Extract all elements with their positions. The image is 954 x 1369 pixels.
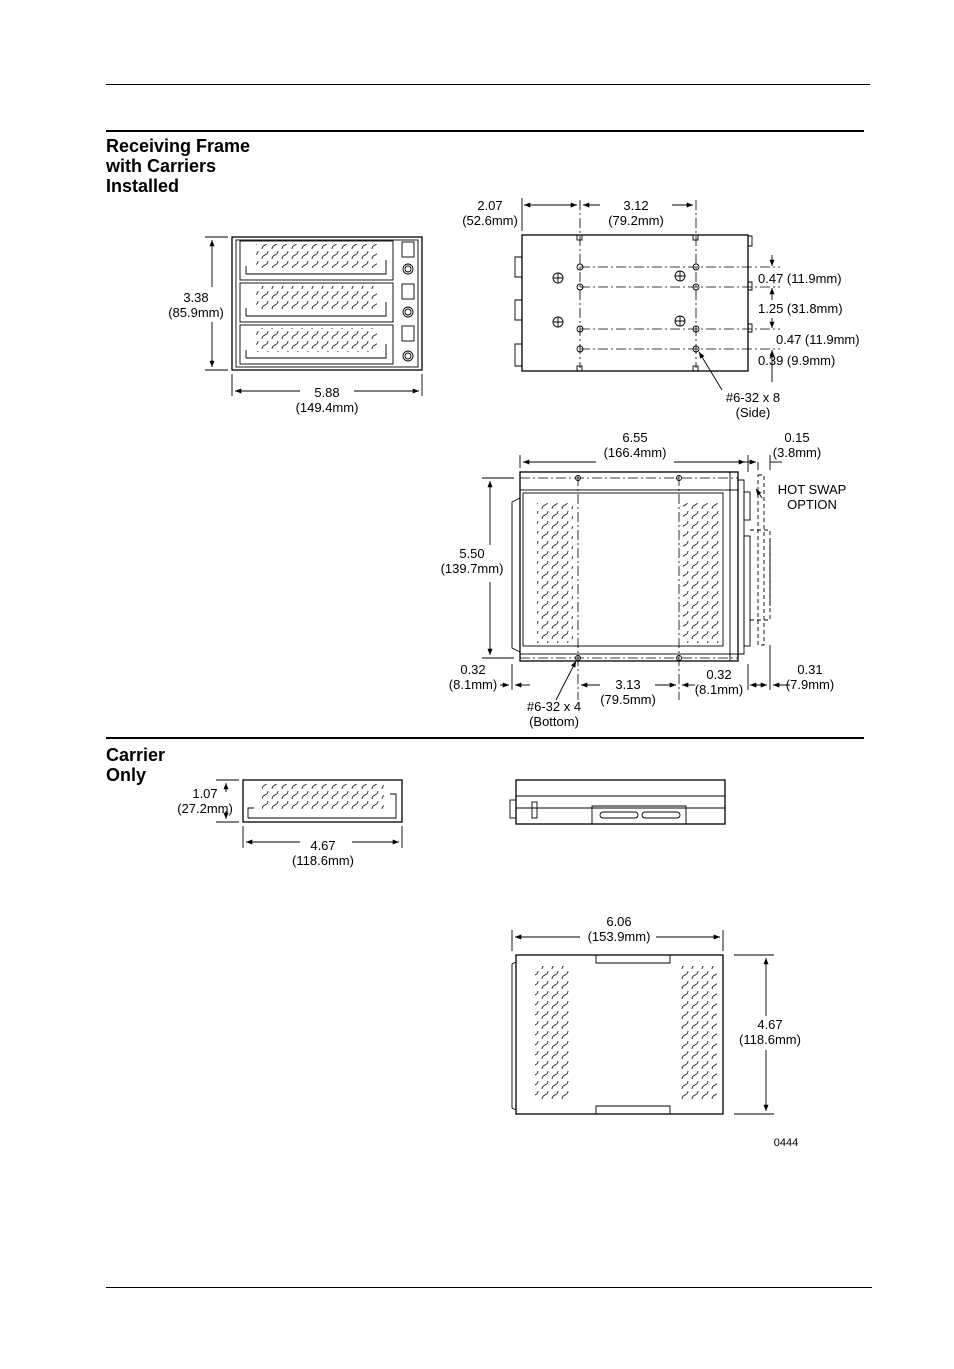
dim-side-v2: 1.25 (31.8mm): [758, 301, 843, 316]
dim-hotswap-gap: 0.15(3.8mm): [772, 430, 822, 460]
carrier-slot-1: [239, 240, 415, 281]
dim-side-v4: 0.39 (9.9mm): [758, 353, 836, 368]
figure-number: 0444: [773, 1137, 799, 1149]
dim-bottom-right-edge: 0.32(8.1mm): [694, 667, 744, 697]
side-screw-callout: #6-32 x 8(Side): [725, 390, 781, 420]
page-bottom-rule: [106, 1287, 872, 1288]
dim-bottom-hotswap: 0.31(7.9mm): [785, 662, 835, 692]
frame-section-title: Receiving Frame with Carriers Installed: [106, 136, 251, 196]
dim-carrier-depth: 6.06(153.9mm): [587, 914, 651, 944]
dim-frame-width: 5.88(149.4mm): [295, 385, 359, 415]
dim-carrier-height: 1.07(27.2mm): [177, 786, 233, 816]
frame-front-view: [205, 236, 423, 396]
section-rule-frame: [106, 130, 864, 132]
carrier-section-title: Carrier Only: [106, 745, 166, 785]
page-top-rule: [106, 84, 870, 85]
dim-bottom-left-edge: 0.32(8.1mm): [448, 662, 498, 692]
dim-side-spacing: 3.12(79.2mm): [608, 198, 664, 228]
carrier-bottom-view: [511, 930, 774, 1115]
dim-side-v1: 0.47 (11.9mm): [758, 271, 842, 286]
dim-side-offset: 2.07(52.6mm): [462, 198, 518, 228]
carrier-slot-2: [239, 282, 415, 323]
carrier-front-view: [216, 779, 403, 848]
dim-bottom-spacing: 3.13(79.5mm): [600, 677, 656, 707]
dim-carrier-width: 4.67(118.6mm): [292, 838, 354, 868]
frame-side-view: [514, 198, 780, 391]
dim-side-v3: 0.47 (11.9mm): [776, 332, 860, 347]
dim-carrier-bottom-width: 4.67(118.6mm): [739, 1017, 801, 1047]
dim-frame-height: 3.38(85.9mm): [168, 290, 224, 320]
section-rule-carrier: [106, 737, 864, 739]
dim-bottom-depth: 6.55(166.4mm): [603, 430, 667, 460]
bottom-screw-callout: #6-32 x 4(Bottom): [526, 699, 582, 729]
carrier-side-view: [509, 779, 726, 825]
carrier-slot-3: [239, 324, 415, 365]
frame-bottom-view: [482, 455, 790, 701]
dim-bottom-width: 5.50(139.7mm): [440, 546, 504, 576]
